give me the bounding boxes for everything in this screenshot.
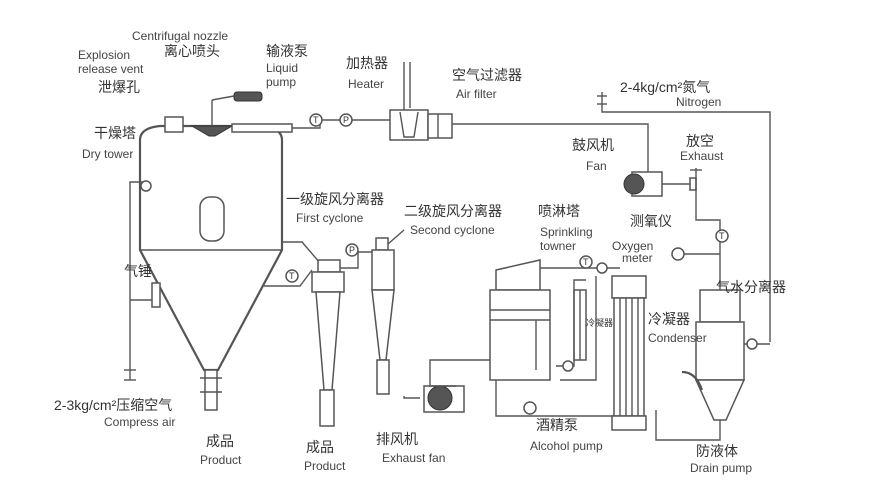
exhaust-label-en: Exhaust — [680, 149, 724, 163]
cyclone2-label-zh: 二级旋风分离器 — [404, 203, 502, 219]
airfilter-label-zh: 空气过滤器 — [452, 67, 522, 83]
exhaust-fan — [423, 385, 465, 413]
condenser-label-zh: 冷凝器 — [648, 311, 690, 327]
condenser-label-en: Condenser — [648, 331, 707, 345]
vent-label-en1: Explosion — [78, 48, 130, 62]
air-filter — [427, 113, 453, 139]
vent-label-zh: 泄爆孔 — [98, 79, 140, 95]
condenser — [611, 275, 647, 431]
first-cyclone — [311, 259, 345, 427]
oxygen-label-zh: 测氧仪 — [630, 213, 672, 229]
sprinkling-tower — [489, 259, 551, 381]
liquid-pump — [211, 91, 263, 102]
alcohol-pump — [523, 401, 537, 415]
separator-label-zh: 气水分离器 — [716, 279, 786, 295]
dry-tower — [138, 100, 293, 411]
exhaust-fan-label-zh: 排风机 — [376, 431, 418, 447]
svg-text:T: T — [313, 115, 319, 125]
exhaust-label-zh: 放空 — [686, 133, 714, 149]
svg-text:T: T — [583, 257, 589, 267]
svg-text:T: T — [719, 231, 725, 241]
cyclone2-label-en: Second cyclone — [410, 223, 495, 237]
air-hammer — [151, 282, 161, 308]
hammer-label-zh: 气锤 — [124, 263, 152, 279]
centrifugal-nozzle — [190, 125, 234, 137]
compress-air-label-en: Compress air — [104, 415, 175, 429]
sprinkling-label-en2: towner — [540, 239, 576, 253]
product1-label-en: Product — [200, 453, 242, 467]
cooler-label-zh: 冷凝器 — [586, 317, 613, 328]
heater-label-en: Heater — [348, 77, 384, 91]
fan-label-en: Fan — [586, 159, 607, 173]
oxygen-label-en1: Oxygen — [612, 239, 653, 253]
drain-label-zh: 防液体 — [696, 443, 738, 459]
drytower-label-zh: 干燥塔 — [94, 125, 136, 141]
product2-label-en: Product — [304, 459, 346, 473]
product2-label-zh: 成品 — [306, 439, 334, 455]
compress-air-label-zh: 2-3kg/cm²压缩空气 — [54, 397, 172, 413]
pump-label-en2: pump — [266, 75, 296, 89]
svg-text:P: P — [343, 115, 349, 125]
drytower-label-en: Dry tower — [82, 147, 133, 161]
svg-text:P: P — [349, 245, 355, 255]
explosion-vent — [164, 116, 184, 133]
small-cooler — [573, 289, 587, 361]
nozzle-label-zh: 离心喷头 — [164, 43, 220, 59]
nitrogen-label-zh: 2-4kg/cm²氮气 — [620, 79, 710, 95]
oxygen-meter — [671, 247, 685, 261]
pump-label-zh: 输液泵 — [266, 43, 308, 59]
alcohol-pump-label-en: Alcohol pump — [530, 439, 603, 453]
vent-label-en2: release vent — [78, 62, 144, 76]
nitrogen-label-en: Nitrogen — [676, 95, 721, 109]
cyclone1-label-en: First cyclone — [296, 211, 364, 225]
svg-text:T: T — [289, 271, 295, 281]
sprinkling-label-zh: 喷淋塔 — [538, 203, 580, 219]
heater — [389, 62, 429, 141]
pump-label-en1: Liquid — [266, 61, 298, 75]
second-cyclone — [371, 237, 395, 395]
oxygen-label-en2: meter — [622, 251, 653, 265]
heater-label-zh: 加热器 — [346, 55, 388, 71]
gas-water-separator — [681, 289, 746, 421]
alcohol-pump-label-zh: 酒精泵 — [536, 417, 578, 433]
fan-label-zh: 鼓风机 — [572, 137, 614, 153]
exhaust-fan-label-en: Exhaust fan — [382, 451, 445, 465]
drain-label-en: Drain pump — [690, 461, 752, 475]
cyclone1-label-zh: 一级旋风分离器 — [286, 191, 384, 207]
sprinkling-label-en1: Sprinkling — [540, 225, 593, 239]
nozzle-label-en: Centrifugal nozzle — [132, 29, 228, 43]
blower-fan — [623, 171, 697, 197]
product1-label-zh: 成品 — [206, 433, 234, 449]
airfilter-label-en: Air filter — [456, 87, 497, 101]
